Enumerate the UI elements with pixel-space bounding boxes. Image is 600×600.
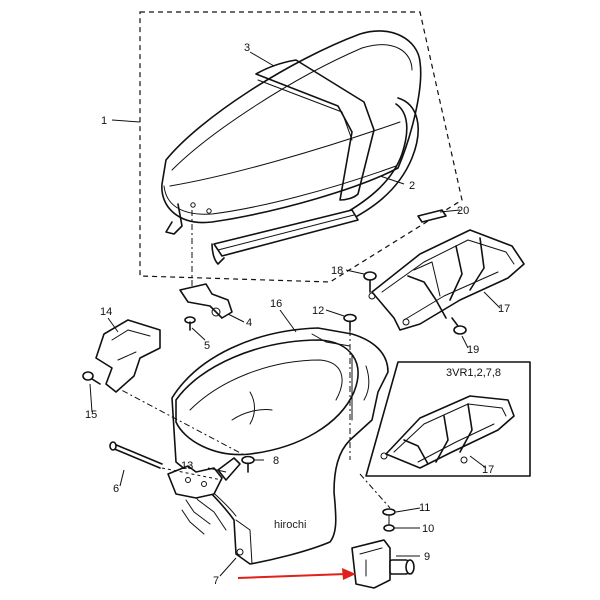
callout-6: 6 <box>113 483 119 495</box>
callout-15: 15 <box>85 409 97 421</box>
seat-base <box>211 97 419 265</box>
seat-latch-hook <box>165 202 212 235</box>
callout-20: 20 <box>457 205 469 217</box>
watermark: hirochi <box>274 519 306 531</box>
storage-box <box>171 327 389 565</box>
callout-8: 8 <box>273 455 279 467</box>
callout-12: 12 <box>312 305 324 317</box>
leader-lines <box>89 51 501 577</box>
seat <box>161 30 422 224</box>
label-sticker <box>417 209 447 223</box>
callout-labels: 1 2 3 4 5 6 7 8 9 10 11 12 13 14 15 16 1… <box>85 42 510 587</box>
bolt-12 <box>343 313 357 331</box>
callout-2: 2 <box>409 180 415 192</box>
callout-3: 3 <box>244 42 250 54</box>
seat-lock <box>351 508 415 589</box>
bolt-18 <box>363 271 377 293</box>
guide-lock <box>359 473 391 509</box>
clip-13 <box>217 457 241 481</box>
callout-11: 11 <box>419 502 430 514</box>
bolt-19 <box>451 317 467 335</box>
callout-13: 13 <box>181 460 193 472</box>
callout-19: 19 <box>467 344 479 356</box>
box-hinge <box>167 465 223 499</box>
callout-7: 7 <box>213 575 219 587</box>
callout-1: 1 <box>101 115 107 127</box>
guide-rod <box>161 467 223 481</box>
hinge-bracket <box>179 283 233 319</box>
callout-4: 4 <box>246 317 252 329</box>
callout-18: 18 <box>331 265 343 277</box>
seat-latch <box>95 319 161 393</box>
callout-10: 10 <box>422 523 434 535</box>
screw-15 <box>82 371 101 385</box>
variant-inset <box>365 361 531 477</box>
seat-assembly-boundary <box>139 11 463 283</box>
callout-9: 9 <box>424 551 430 563</box>
bolt-5 <box>184 316 196 331</box>
inset-title: 3VR1,2,7,8 <box>446 367 501 379</box>
carrier-rack <box>368 229 525 331</box>
callout-5: 5 <box>204 340 210 352</box>
callout-17-inset: 17 <box>482 464 494 476</box>
highlight-arrow <box>237 568 356 580</box>
callout-17: 17 <box>498 303 510 315</box>
callout-16: 16 <box>270 298 282 310</box>
hinge-rod <box>109 441 163 469</box>
guide-latch <box>109 383 247 457</box>
callout-14: 14 <box>100 306 112 318</box>
